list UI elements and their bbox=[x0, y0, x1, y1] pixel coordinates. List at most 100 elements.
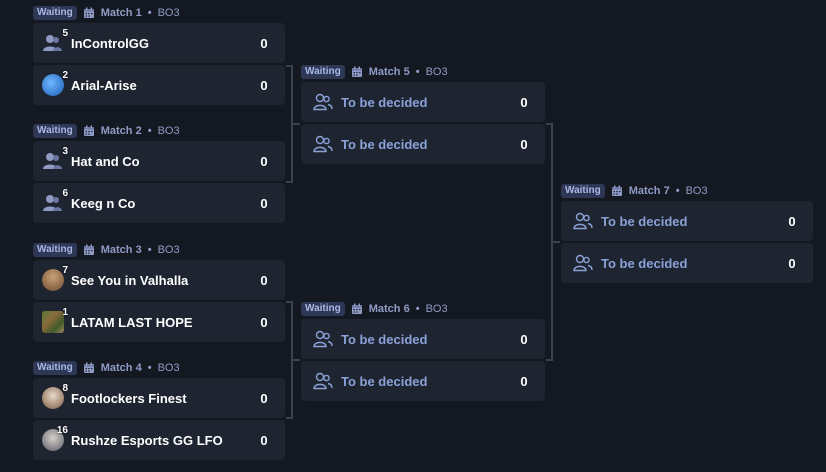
calendar-icon bbox=[351, 303, 362, 314]
calendar-icon bbox=[351, 66, 362, 77]
calendar-icon bbox=[611, 185, 622, 196]
match-3: Waiting Match 3 • BO3 7 See You in Valha… bbox=[33, 241, 285, 344]
status-badge: Waiting bbox=[33, 124, 77, 138]
match-header: Waiting Match 1 • BO3 bbox=[33, 4, 285, 22]
team-row[interactable]: 7 See You in Valhalla 0 bbox=[33, 260, 285, 300]
separator-dot: • bbox=[415, 303, 420, 315]
team-row[interactable]: 3 Hat and Co 0 bbox=[33, 141, 285, 181]
team-score: 0 bbox=[260, 77, 268, 93]
calendar-icon bbox=[83, 244, 94, 255]
separator-dot: • bbox=[675, 185, 680, 197]
match-header: Waiting Match 7 • BO3 bbox=[561, 182, 813, 200]
team-score: 0 bbox=[520, 331, 528, 347]
team-score: 0 bbox=[260, 432, 268, 448]
separator-dot: • bbox=[147, 362, 152, 374]
team-row-tbd[interactable]: To be decided 0 bbox=[301, 124, 545, 164]
viking-avatar: 7 bbox=[41, 265, 68, 292]
team-name: Rushze Esports GG LFO bbox=[71, 432, 223, 448]
camo-avatar: 1 bbox=[41, 307, 68, 334]
team-row[interactable]: 1 LATAM LAST HOPE 0 bbox=[33, 302, 285, 342]
users-outline-icon bbox=[571, 251, 595, 275]
match-header: Waiting Match 4 • BO3 bbox=[33, 359, 285, 377]
team-score: 0 bbox=[260, 35, 268, 51]
match-4: Waiting Match 4 • BO3 8 Footlockers Fine… bbox=[33, 359, 285, 462]
match-7: Waiting Match 7 • BO3 To be decided 0 To… bbox=[561, 182, 813, 285]
best-of-label: BO3 bbox=[157, 7, 180, 19]
team-row-tbd[interactable]: To be decided 0 bbox=[301, 319, 545, 359]
calendar-icon bbox=[83, 362, 94, 373]
person-icon: 3 bbox=[41, 146, 68, 173]
team-name: Keeg n Co bbox=[71, 195, 136, 211]
team-score: 0 bbox=[788, 213, 796, 229]
status-badge: Waiting bbox=[33, 6, 77, 20]
best-of-label: BO3 bbox=[157, 244, 180, 256]
users-outline-icon bbox=[571, 209, 595, 233]
seed-number: 1 bbox=[62, 307, 68, 318]
status-badge: Waiting bbox=[33, 361, 77, 375]
status-badge: Waiting bbox=[301, 302, 345, 316]
team-row-tbd[interactable]: To be decided 0 bbox=[301, 361, 545, 401]
team-name: Hat and Co bbox=[71, 153, 140, 169]
seed-number: 5 bbox=[62, 28, 68, 39]
match-title: Match 2 bbox=[100, 125, 142, 137]
team-name: Footlockers Finest bbox=[71, 390, 187, 406]
team-row[interactable]: 6 Keeg n Co 0 bbox=[33, 183, 285, 223]
match-header: Waiting Match 2 • BO3 bbox=[33, 122, 285, 140]
person-icon: 6 bbox=[41, 188, 68, 215]
seed-number: 2 bbox=[62, 70, 68, 81]
team-row[interactable]: 16 Rushze Esports GG LFO 0 bbox=[33, 420, 285, 460]
separator-dot: • bbox=[415, 66, 420, 78]
match-title: Match 4 bbox=[100, 362, 142, 374]
team-row[interactable]: 8 Footlockers Finest 0 bbox=[33, 378, 285, 418]
match-title: Match 7 bbox=[628, 185, 670, 197]
team-score: 0 bbox=[520, 373, 528, 389]
team-name: Arial-Arise bbox=[71, 77, 137, 93]
match-title: Match 1 bbox=[100, 7, 142, 19]
arial-logo: 2 bbox=[41, 70, 68, 97]
person-icon: 5 bbox=[41, 28, 68, 55]
team-row[interactable]: 5 InControlGG 0 bbox=[33, 23, 285, 63]
team-score: 0 bbox=[260, 272, 268, 288]
separator-dot: • bbox=[147, 125, 152, 137]
team-name: See You in Valhalla bbox=[71, 272, 189, 288]
status-badge: Waiting bbox=[301, 65, 345, 79]
separator-dot: • bbox=[147, 244, 152, 256]
seed-number: 8 bbox=[62, 383, 68, 394]
team-name: LATAM LAST HOPE bbox=[71, 314, 193, 330]
team-name: To be decided bbox=[601, 213, 688, 229]
users-outline-icon bbox=[311, 90, 335, 114]
separator-dot: • bbox=[147, 7, 152, 19]
status-badge: Waiting bbox=[561, 184, 605, 198]
match-1: Waiting Match 1 • BO3 5 InControlGG 0 2 … bbox=[33, 4, 285, 107]
best-of-label: BO3 bbox=[425, 66, 448, 78]
team-row-tbd[interactable]: To be decided 0 bbox=[561, 243, 813, 283]
seed-number: 7 bbox=[62, 265, 68, 276]
team-score: 0 bbox=[260, 153, 268, 169]
team-row-tbd[interactable]: To be decided 0 bbox=[301, 82, 545, 122]
seed-number: 3 bbox=[62, 146, 68, 157]
users-outline-icon bbox=[311, 132, 335, 156]
character-avatar: 16 bbox=[41, 425, 68, 452]
team-name: To be decided bbox=[601, 255, 688, 271]
team-row[interactable]: 2 Arial-Arise 0 bbox=[33, 65, 285, 105]
team-score: 0 bbox=[260, 390, 268, 406]
users-outline-icon bbox=[311, 369, 335, 393]
seed-number: 6 bbox=[62, 188, 68, 199]
match-6: Waiting Match 6 • BO3 To be decided 0 To… bbox=[301, 300, 545, 403]
team-score: 0 bbox=[788, 255, 796, 271]
status-badge: Waiting bbox=[33, 243, 77, 257]
calendar-icon bbox=[83, 125, 94, 136]
team-name: To be decided bbox=[341, 373, 428, 389]
match-header: Waiting Match 5 • BO3 bbox=[301, 63, 545, 81]
player-avatar: 8 bbox=[41, 383, 68, 410]
match-title: Match 3 bbox=[100, 244, 142, 256]
best-of-label: BO3 bbox=[685, 185, 708, 197]
calendar-icon bbox=[83, 7, 94, 18]
best-of-label: BO3 bbox=[425, 303, 448, 315]
match-2: Waiting Match 2 • BO3 3 Hat and Co 0 6 K… bbox=[33, 122, 285, 225]
team-score: 0 bbox=[520, 136, 528, 152]
team-name: To be decided bbox=[341, 94, 428, 110]
team-name: InControlGG bbox=[71, 35, 149, 51]
seed-number: 16 bbox=[56, 425, 68, 436]
team-row-tbd[interactable]: To be decided 0 bbox=[561, 201, 813, 241]
